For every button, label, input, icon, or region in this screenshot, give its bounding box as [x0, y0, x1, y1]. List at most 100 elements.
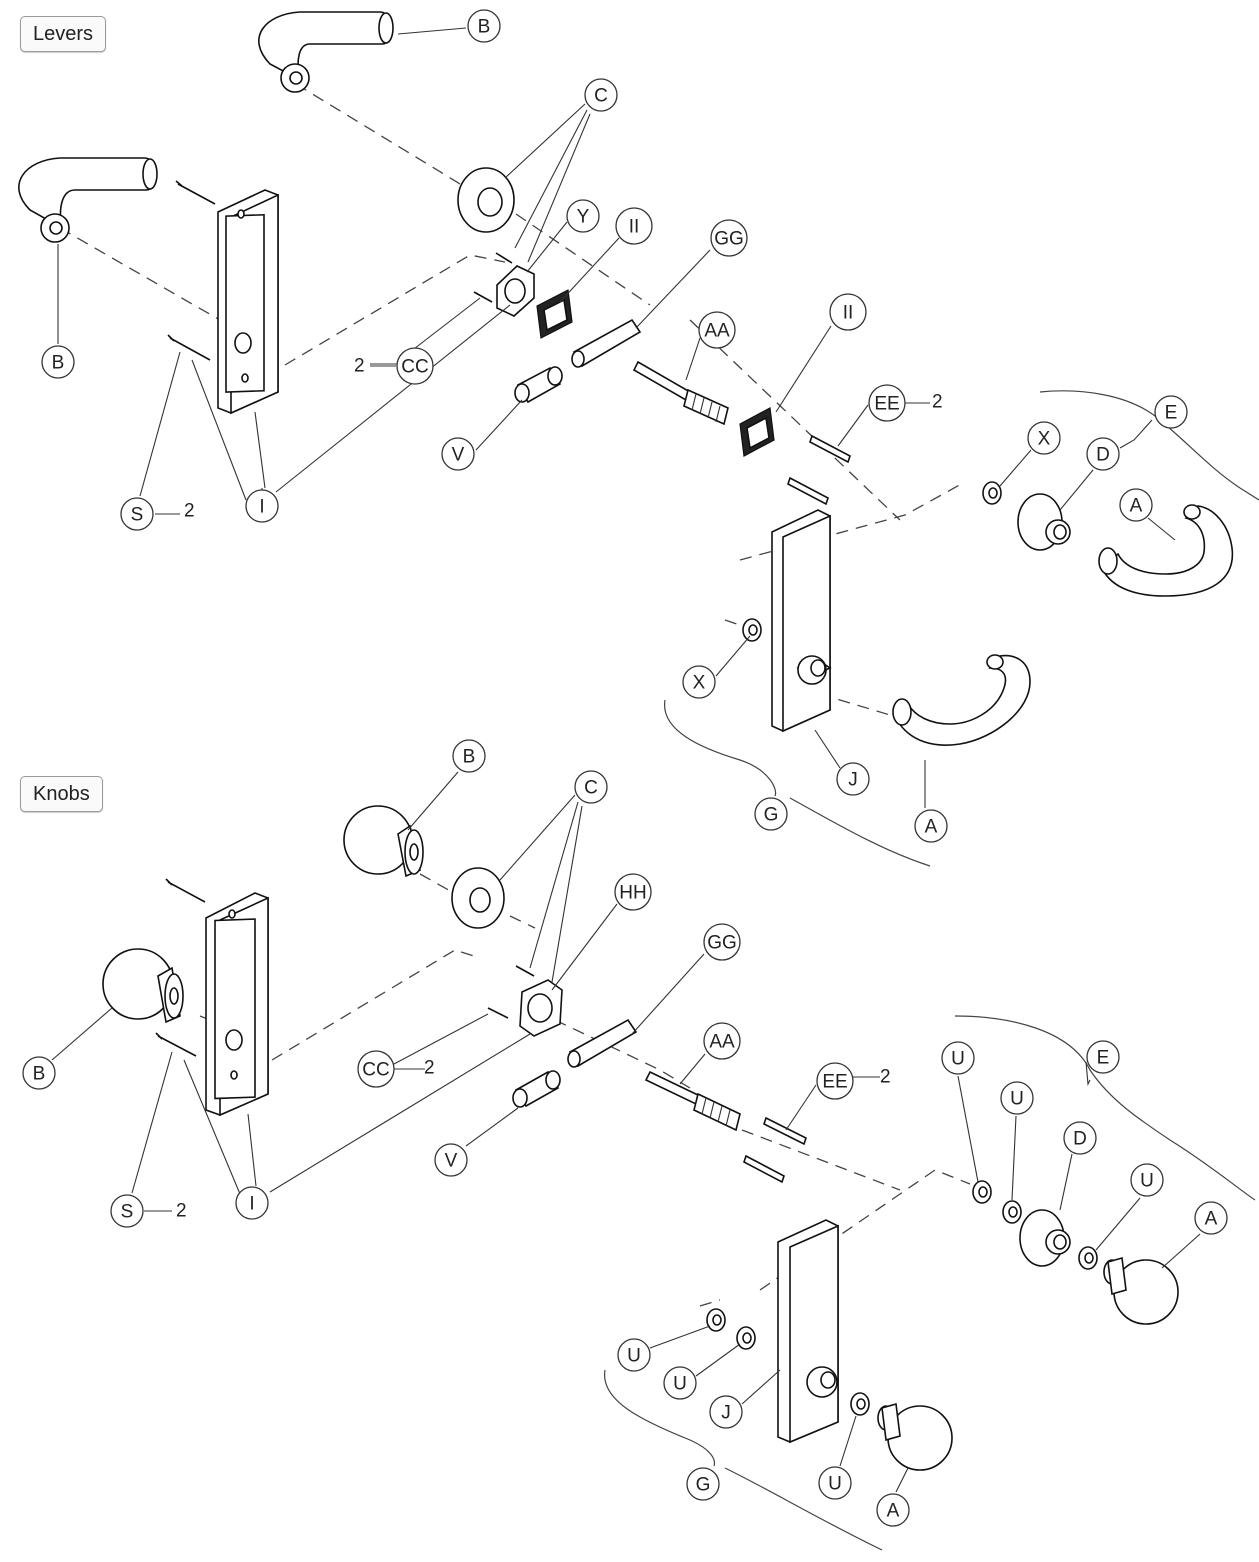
callout-ii-1: II — [615, 207, 653, 245]
callout-label: B — [463, 747, 476, 768]
callout-label: U — [828, 1474, 842, 1495]
callout-label: U — [627, 1346, 641, 1367]
callout-label: A — [925, 817, 938, 838]
callout-label: U — [1010, 1089, 1024, 1110]
callout-ee: EE — [868, 384, 906, 422]
levers-assembly-axis — [295, 83, 901, 521]
callout-ee: EE — [816, 1062, 854, 1100]
screw — [473, 291, 493, 303]
callout-label: X — [1038, 429, 1051, 450]
pin — [763, 1116, 807, 1146]
callout-u-3: U — [1130, 1163, 1164, 1197]
screw — [487, 1007, 509, 1019]
callout-label: Y — [577, 207, 590, 228]
callout-cc: CC — [396, 347, 434, 385]
callout-gg: GG — [710, 219, 748, 257]
callout-j: J — [709, 1395, 743, 1429]
knobs-assembly-axis — [199, 949, 971, 1307]
callout-a-1: A — [1119, 488, 1153, 522]
callout-e: E — [1154, 395, 1188, 429]
callout-g: G — [754, 797, 788, 831]
knobs-assembly — [51, 771, 1256, 1551]
levers-assembly — [18, 11, 1259, 867]
callout-label: B — [478, 17, 491, 38]
callout-label: B — [33, 1064, 46, 1085]
screw — [515, 965, 535, 977]
screw — [495, 252, 513, 264]
callout-label: II — [843, 303, 854, 324]
callout-label: V — [452, 445, 465, 466]
callout-label: U — [951, 1049, 965, 1070]
screw — [167, 334, 211, 361]
callout-u-2: U — [1000, 1081, 1034, 1115]
callout-label: EE — [822, 1072, 847, 1093]
quantity-label: 2 — [184, 501, 195, 522]
quantity-label: 2 — [880, 1067, 891, 1088]
callout-i: I — [235, 1186, 269, 1220]
callout-v: V — [441, 437, 475, 471]
callout-gg: GG — [703, 923, 741, 961]
screw — [155, 1032, 197, 1057]
callout-label: J — [848, 770, 858, 791]
quantity-label: 2 — [932, 392, 943, 413]
callout-label: A — [1130, 496, 1143, 517]
callout-y: Y — [566, 199, 600, 233]
spindle — [632, 360, 692, 402]
callout-b-left: B — [41, 345, 75, 379]
callout-a-2: A — [914, 809, 948, 843]
knobs-section-label[interactable]: Knobs — [20, 776, 103, 812]
assembly-bracket — [1039, 390, 1259, 501]
callout-label: EE — [874, 394, 899, 415]
callout-i: I — [245, 489, 279, 523]
callout-label: B — [52, 353, 65, 374]
callout-label: C — [594, 86, 608, 107]
callout-label: AA — [704, 321, 730, 342]
spindle — [644, 1070, 702, 1106]
callout-aa: AA — [703, 1022, 741, 1060]
screw — [165, 878, 206, 903]
callout-label: E — [1165, 403, 1178, 424]
callout-label: CC — [401, 357, 428, 378]
callout-c: C — [584, 78, 618, 112]
callout-label: AA — [709, 1032, 735, 1053]
callout-label: I — [259, 497, 264, 518]
callout-label: A — [887, 1501, 900, 1522]
lever-handle — [18, 157, 157, 230]
spindle — [693, 1092, 741, 1132]
callout-s: S — [120, 497, 154, 531]
levers-section-label[interactable]: Levers — [20, 16, 107, 52]
spindle — [683, 388, 729, 426]
callout-label: J — [721, 1403, 731, 1424]
callout-g: G — [686, 1467, 720, 1501]
callout-c: C — [574, 770, 608, 804]
callout-label: C — [584, 778, 598, 799]
quantity-label: 2 — [424, 1058, 435, 1079]
leader-lines — [57, 27, 1176, 808]
callout-label: A — [1205, 1209, 1218, 1230]
callout-u-6: U — [818, 1466, 852, 1500]
callout-label: E — [1097, 1048, 1110, 1069]
callout-label: I — [249, 1194, 254, 1215]
pin — [787, 476, 829, 506]
callout-label: D — [1073, 1129, 1087, 1150]
quantity-label: 2 — [176, 1201, 187, 1222]
callout-label: GG — [707, 933, 737, 954]
quantity-label: 2 — [354, 356, 365, 377]
callout-b-left: B — [22, 1056, 56, 1090]
callout-label: X — [693, 673, 706, 694]
callout-x-1: X — [1027, 421, 1061, 455]
knobs-assembly-axis — [419, 873, 901, 1191]
levers-assembly-axis — [59, 227, 966, 561]
callout-label: G — [696, 1475, 711, 1496]
pin — [809, 434, 851, 464]
callout-d: D — [1063, 1121, 1097, 1155]
callout-a-1: A — [1194, 1201, 1228, 1235]
callout-j: J — [836, 762, 870, 796]
callout-ii-2: II — [829, 293, 867, 331]
callout-b-top: B — [467, 9, 501, 43]
assembly-bracket — [954, 1015, 1256, 1201]
callout-label: II — [629, 217, 640, 238]
